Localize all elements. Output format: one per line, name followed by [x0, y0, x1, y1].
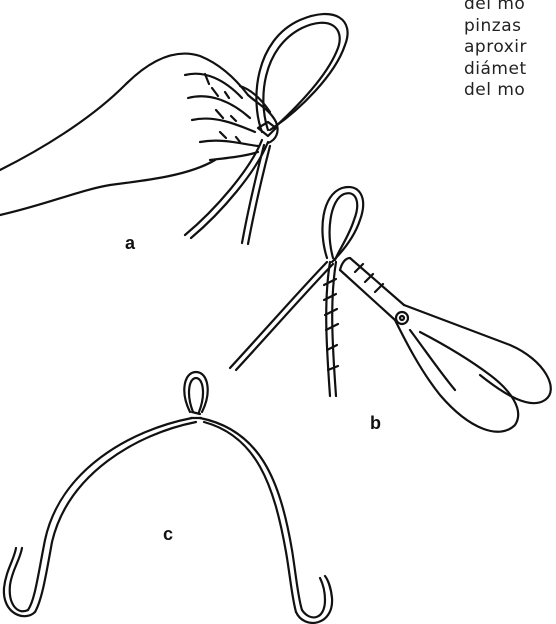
- figure-label-a: a: [125, 233, 135, 254]
- figure-c-finished-wire-hanger: [4, 372, 332, 623]
- figure-label-b: b: [370, 413, 381, 434]
- figure-a-hand-twisting-wire: [0, 14, 348, 244]
- figure-b-pliers-twisting-wire: [230, 187, 551, 432]
- figure-label-c: c: [163, 524, 173, 545]
